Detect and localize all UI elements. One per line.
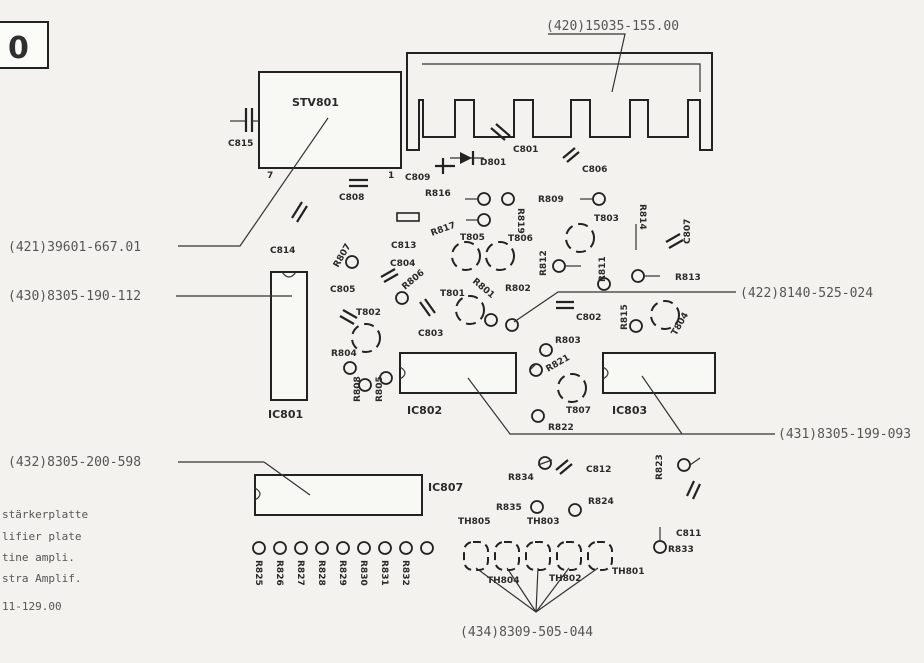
r803-label: R803 bbox=[555, 336, 581, 346]
th803-label: TH803 bbox=[527, 517, 559, 527]
c811-label: C811 bbox=[676, 529, 701, 539]
side-caption-line-1: stärkerplatte bbox=[2, 508, 88, 521]
c803-label: C803 bbox=[418, 329, 443, 339]
r814-label: R814 bbox=[637, 204, 647, 230]
t807-label: T807 bbox=[566, 406, 591, 416]
c813-label: C813 bbox=[391, 241, 416, 251]
t801-label: T801 bbox=[440, 289, 465, 299]
th802-label: TH802 bbox=[549, 574, 581, 584]
ic802-body bbox=[399, 352, 517, 394]
r813-label: R813 bbox=[675, 273, 701, 283]
diode-d801 bbox=[450, 151, 484, 165]
ic803-label: IC803 bbox=[612, 404, 647, 417]
r828-label: R828 bbox=[316, 560, 326, 586]
t802-label: T802 bbox=[356, 308, 381, 318]
th805-label: TH805 bbox=[458, 517, 490, 527]
pin1-label: 1 bbox=[388, 171, 394, 181]
callout-stv: (421)39601-667.01 bbox=[8, 240, 141, 255]
callout-thermistors: (434)8309-505-044 bbox=[460, 625, 593, 640]
r823-label: R823 bbox=[655, 454, 665, 480]
pin7-label: 7 bbox=[267, 171, 273, 181]
ic802-label: IC802 bbox=[407, 404, 442, 417]
c802-label: C802 bbox=[576, 313, 601, 323]
r819-label: R819 bbox=[515, 208, 525, 234]
r806-label: R806 bbox=[401, 268, 427, 292]
r805-label: R805 bbox=[375, 376, 385, 402]
transistor-outlines bbox=[351, 223, 680, 403]
d801-label: D801 bbox=[480, 158, 506, 168]
callout-ic801: (430)8305-190-112 bbox=[8, 289, 141, 304]
r808-label: R808 bbox=[353, 376, 363, 402]
ic807-body bbox=[254, 474, 423, 516]
side-caption-code: 11-129.00 bbox=[2, 600, 62, 613]
c808-label: C808 bbox=[339, 193, 364, 203]
ic801-body bbox=[270, 271, 308, 401]
r826-label: R826 bbox=[274, 560, 284, 586]
callout-pcb: (422)8140-525-024 bbox=[740, 286, 873, 301]
r831-label: R831 bbox=[379, 560, 389, 586]
c805-label: C805 bbox=[330, 285, 355, 295]
callout-ic807: (432)8305-200-598 bbox=[8, 455, 141, 470]
t804-label: T804 bbox=[670, 311, 691, 338]
c801-label: C801 bbox=[513, 145, 538, 155]
c814-label: C814 bbox=[270, 246, 295, 256]
r811-label: R811 bbox=[598, 256, 608, 282]
r804-label: R804 bbox=[331, 349, 357, 359]
r832-label: R832 bbox=[400, 560, 410, 586]
c804-label: C804 bbox=[390, 259, 415, 269]
c807-label: C807 bbox=[683, 219, 693, 244]
side-caption-line-2: lifier plate bbox=[2, 530, 81, 543]
r829-label: R829 bbox=[337, 560, 347, 586]
r816-label: R816 bbox=[425, 189, 451, 199]
ic807-label: IC807 bbox=[428, 481, 463, 494]
stv801-label: STV801 bbox=[292, 96, 339, 109]
r822-label: R822 bbox=[548, 423, 574, 433]
ic803-body bbox=[602, 352, 716, 394]
capacitor-symbols bbox=[291, 123, 701, 500]
c809-label: C809 bbox=[405, 173, 430, 183]
r812-label: R812 bbox=[539, 250, 549, 276]
thermistor-outlines bbox=[463, 541, 613, 571]
c812-label: C812 bbox=[586, 465, 611, 475]
r809-label: R809 bbox=[538, 195, 564, 205]
stv801-block bbox=[258, 71, 402, 169]
side-caption-line-4: stra Amplif. bbox=[2, 572, 81, 585]
r827-label: R827 bbox=[295, 560, 305, 586]
page-number-box bbox=[0, 21, 49, 69]
c815-label: C815 bbox=[228, 139, 253, 149]
heatsink-outline bbox=[406, 52, 713, 151]
page-number: 0 bbox=[8, 31, 29, 66]
c806-label: C806 bbox=[582, 165, 607, 175]
r815-label: R815 bbox=[620, 304, 630, 330]
th804-label: TH804 bbox=[487, 576, 519, 586]
r802-label: R802 bbox=[505, 284, 531, 294]
bottom-resistor-pads bbox=[252, 541, 434, 555]
side-caption-line-3: tine ampli. bbox=[2, 551, 75, 564]
r833-label: R833 bbox=[668, 545, 694, 555]
t803-label: T803 bbox=[594, 214, 619, 224]
t806-label: T806 bbox=[508, 234, 533, 244]
r817-label: R817 bbox=[430, 221, 458, 239]
resistor-leads bbox=[465, 198, 701, 541]
callout-ic803: (431)8305-199-093 bbox=[778, 427, 911, 442]
th801-label: TH801 bbox=[612, 567, 644, 577]
r825-label: R825 bbox=[253, 560, 263, 586]
ic801-label: IC801 bbox=[268, 408, 303, 421]
r824-label: R824 bbox=[588, 497, 614, 507]
callout-heatsink: (420)15035-155.00 bbox=[546, 19, 679, 34]
r835-label: R835 bbox=[496, 503, 522, 513]
t805-label: T805 bbox=[460, 233, 485, 243]
r834-label: R834 bbox=[508, 473, 534, 483]
r830-label: R830 bbox=[358, 560, 368, 586]
callout-leaders bbox=[176, 33, 775, 613]
